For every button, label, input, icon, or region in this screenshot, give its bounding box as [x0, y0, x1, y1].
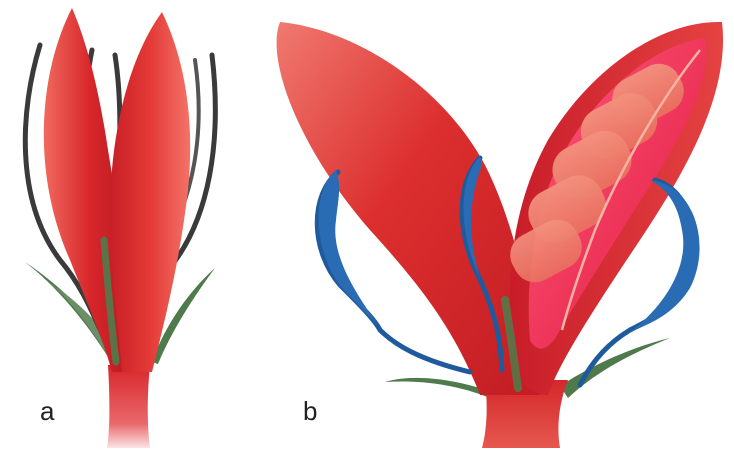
panel-label-a: a — [40, 398, 54, 424]
flower-b — [277, 22, 723, 448]
panel-label-b: b — [303, 398, 317, 424]
stem-a — [107, 365, 150, 448]
leaf-right-b — [560, 338, 670, 398]
leaf-left-b — [385, 378, 490, 398]
flower-a — [25, 8, 215, 448]
